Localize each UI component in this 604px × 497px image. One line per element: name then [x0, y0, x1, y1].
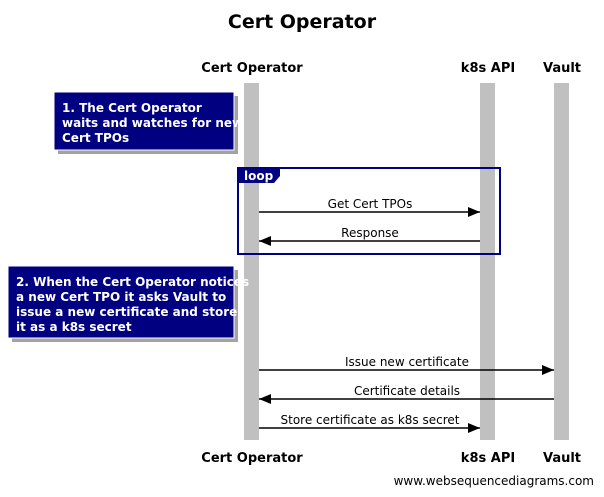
message-get-cert-tpos: Get Cert TPOs [259, 197, 480, 217]
lifeline-k8s-api [480, 83, 495, 440]
message-label-get-cert-tpos: Get Cert TPOs [328, 197, 413, 211]
actor-bottom-k8s-api: k8s API [461, 451, 515, 466]
note-2-line-4: it as a k8s secret [16, 320, 132, 334]
lifeline-cert-operator [244, 83, 259, 440]
note-1-line-3: Cert TPOs [62, 131, 129, 145]
message-response: Response [259, 226, 480, 246]
note-2: 2. When the Cert Operator notices a new … [7, 265, 249, 342]
message-issue-new-certificate: Issue new certificate [259, 355, 554, 375]
diagram-title: Cert Operator [228, 11, 377, 33]
actor-bottom-vault: Vault [543, 451, 581, 466]
loop-label: loop [244, 169, 274, 183]
loop-frame: loop [237, 167, 501, 255]
note-1-line-2: waits and watches for new [62, 116, 243, 130]
actor-top-vault: Vault [543, 61, 581, 76]
message-label-store-certificate: Store certificate as k8s secret [281, 413, 460, 427]
message-label-issue-new-certificate: Issue new certificate [345, 355, 469, 369]
note-2-line-2: a new Cert TPO it asks Vault to [16, 290, 226, 304]
message-label-response: Response [341, 226, 399, 240]
lifeline-vault [554, 83, 569, 440]
note-1-line-1: 1. The Cert Operator [62, 101, 202, 115]
actor-top-k8s-api: k8s API [461, 61, 515, 76]
actor-bottom-cert-operator: Cert Operator [201, 451, 303, 466]
note-1: 1. The Cert Operator waits and watches f… [53, 91, 243, 154]
actor-top-cert-operator: Cert Operator [201, 61, 303, 76]
message-label-certificate-details: Certificate details [354, 384, 460, 398]
note-2-line-1: 2. When the Cert Operator notices [16, 275, 249, 289]
message-store-certificate: Store certificate as k8s secret [259, 413, 480, 433]
footer-credit: www.websequencediagrams.com [394, 474, 594, 488]
note-2-line-3: issue a new certificate and stores [16, 305, 244, 319]
message-certificate-details: Certificate details [259, 384, 554, 404]
